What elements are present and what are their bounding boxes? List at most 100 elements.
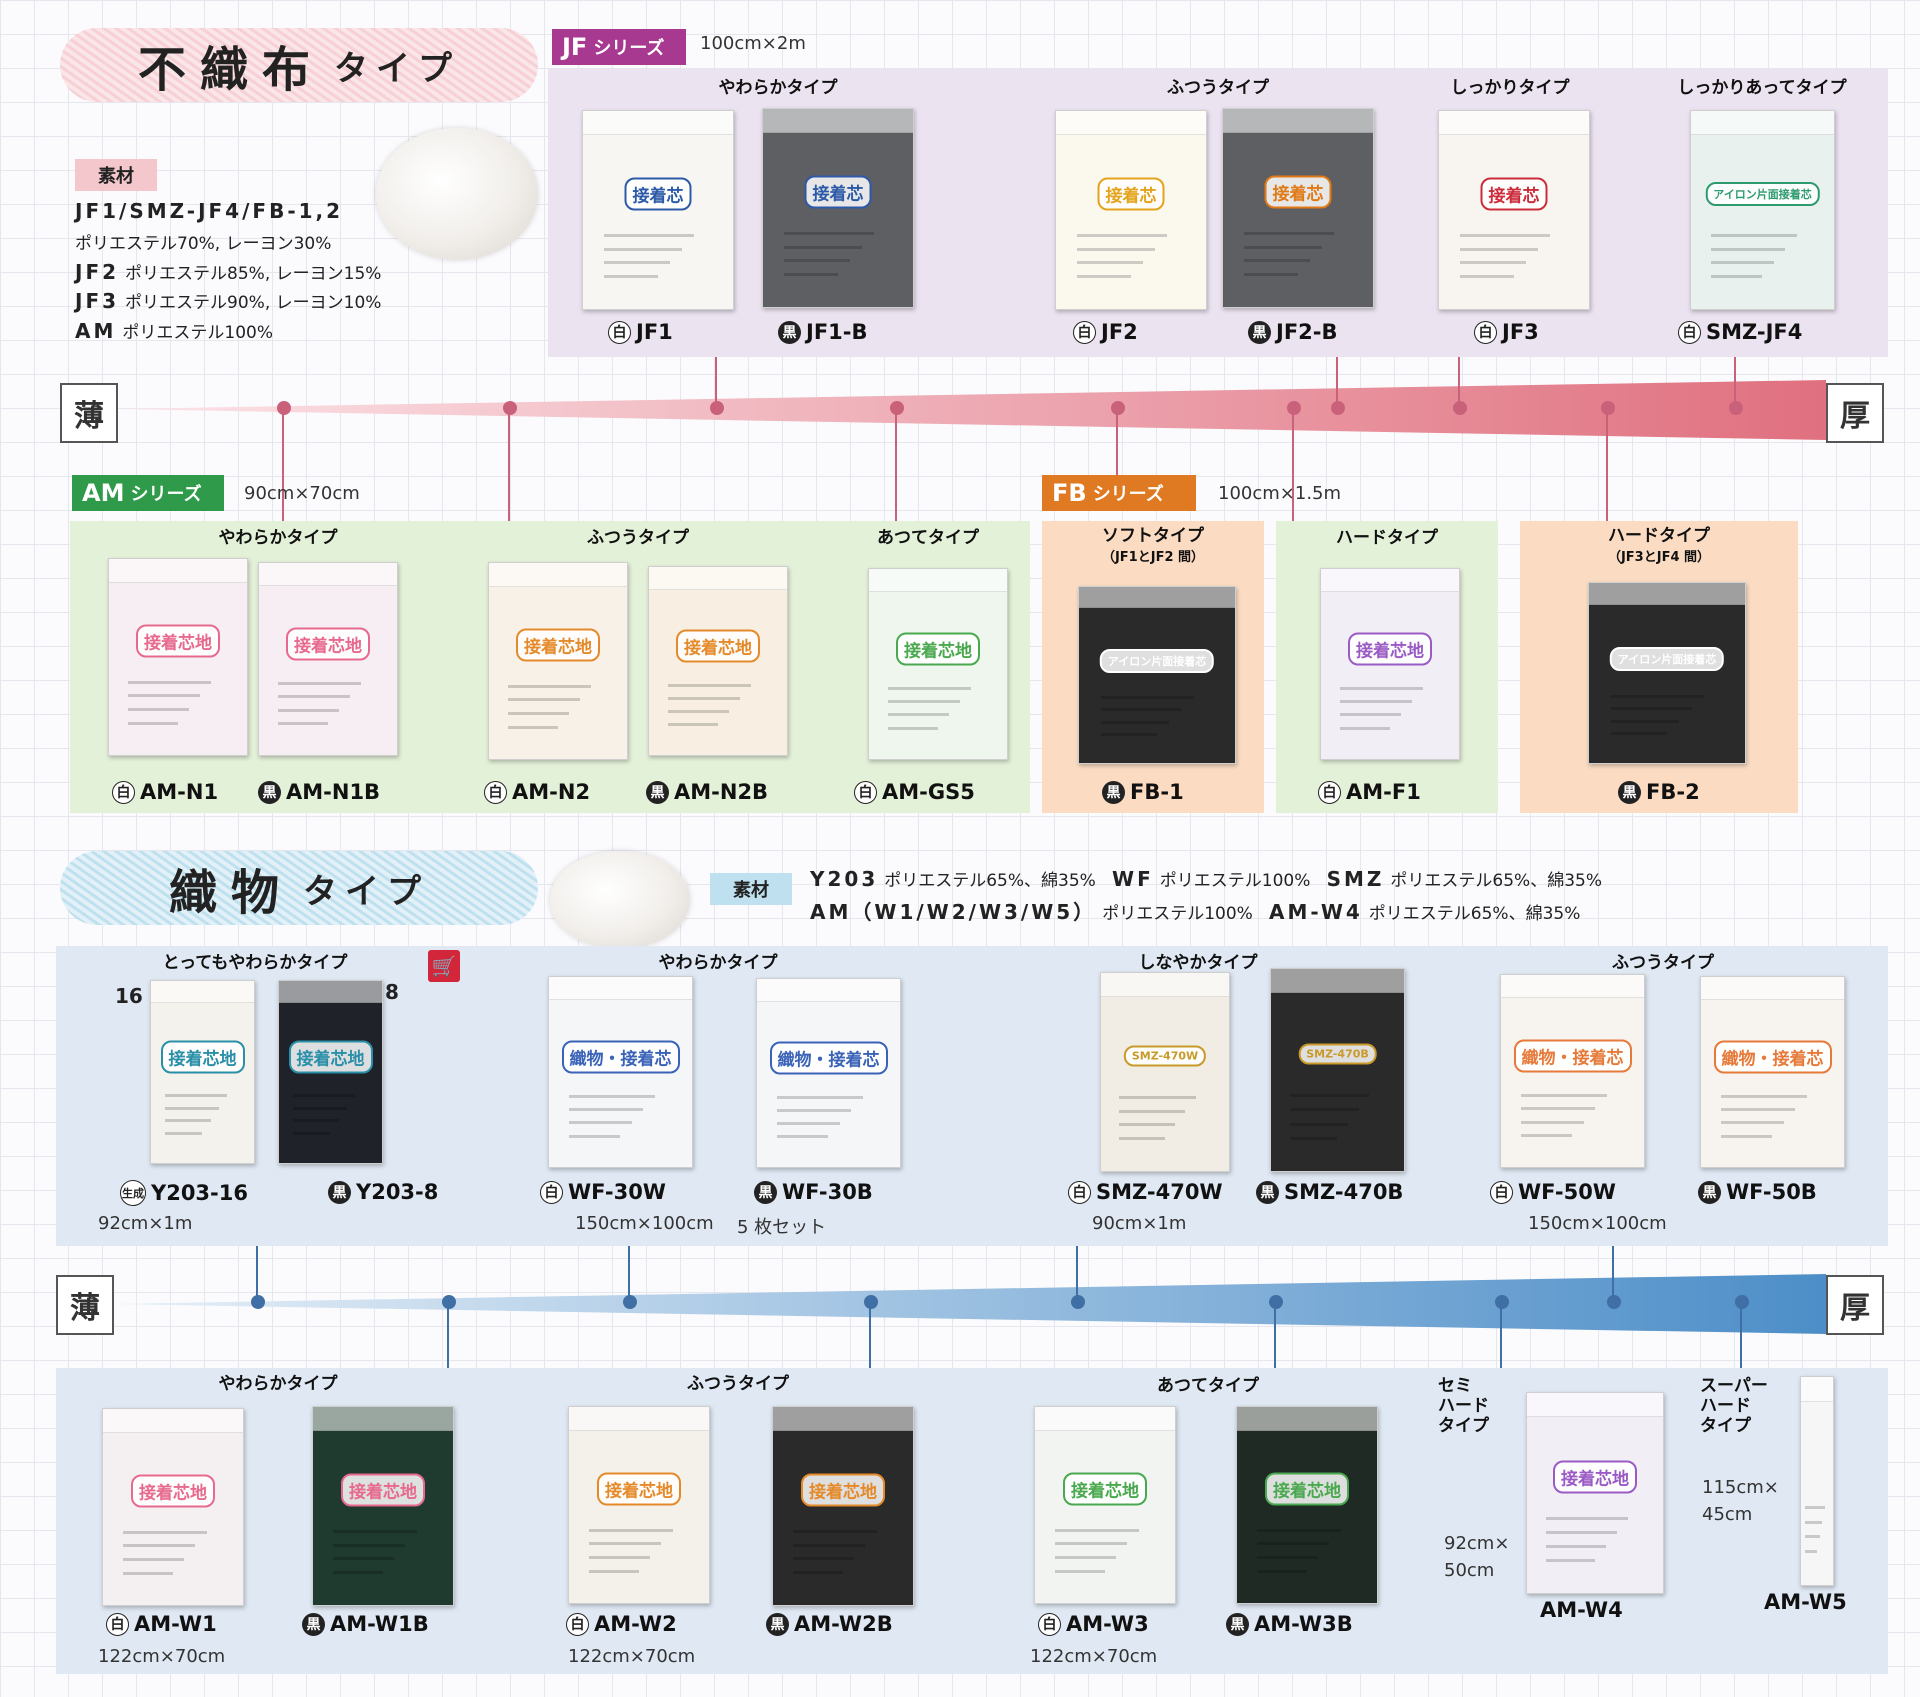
- product-package-smz-jf4[interactable]: アイロン片面接着芯: [1690, 110, 1835, 310]
- count-8: 8: [385, 980, 399, 1004]
- product-code-text: AM-W2: [594, 1612, 677, 1636]
- product-package-am-w1[interactable]: 接着芯地: [102, 1408, 244, 1606]
- product-code-text: AM-W1B: [330, 1612, 429, 1636]
- material-jf1-desc: ポリエステル70%, レーヨン30%: [75, 234, 332, 254]
- package-label: 接着芯地: [1348, 632, 1432, 666]
- product-package-wf-30w[interactable]: 織物・接着芯: [548, 976, 693, 1168]
- package-label: 接着芯: [1480, 177, 1548, 211]
- package-text-line: [278, 708, 340, 712]
- package-header: [773, 1407, 913, 1431]
- connector-line: [1500, 1302, 1502, 1368]
- package-text-line: [508, 725, 558, 729]
- package-text-line: [1610, 719, 1680, 723]
- package-text-line: [278, 722, 328, 726]
- package-text-line: [1721, 1134, 1773, 1138]
- product-package-smz-470w[interactable]: SMZ-470W: [1100, 972, 1230, 1172]
- product-package-smz-470b[interactable]: SMZ-470B: [1270, 968, 1405, 1172]
- package-text-line: [1711, 247, 1786, 251]
- package-label: アイロン片面接着芯: [1609, 646, 1725, 671]
- product-package-am-n2[interactable]: 接着芯地: [488, 562, 628, 760]
- product-package-jf1-b[interactable]: 接着芯: [762, 108, 914, 308]
- fb-cat-hard: ハードタイプ: [1336, 528, 1438, 548]
- color-badge: 黒: [646, 780, 669, 804]
- product-package-am-w3b[interactable]: 接着芯地: [1236, 1406, 1378, 1604]
- product-package-jf2[interactable]: 接着芯: [1055, 110, 1207, 310]
- dim-y203: 92cm×1m: [98, 1213, 193, 1234]
- package-text-line: [1340, 713, 1402, 717]
- connector-line: [508, 408, 510, 521]
- woven-bottom-cat-soft: やわらかタイプ: [218, 1374, 338, 1394]
- product-package-wf-50w[interactable]: 織物・接着芯: [1500, 974, 1645, 1168]
- color-badge: 白: [1474, 320, 1497, 344]
- product-code-text: AM-GS5: [882, 780, 975, 804]
- product-package-am-f1[interactable]: 接着芯地: [1320, 568, 1460, 760]
- product-package-am-w4[interactable]: 接着芯地: [1526, 1392, 1664, 1594]
- package-text-line: [1521, 1094, 1607, 1098]
- package-label: 接着芯地: [288, 1040, 373, 1074]
- product-package-y203-8[interactable]: 接着芯地: [278, 980, 383, 1164]
- dim-smz470: 90cm×1m: [1092, 1213, 1187, 1234]
- package-text-line: [1721, 1121, 1784, 1125]
- jf-cat-firm: しっかりタイプ: [1450, 78, 1570, 98]
- package-text-line: [1118, 1095, 1196, 1099]
- woven-bottom-cat-thick: あつてタイプ: [1157, 1376, 1259, 1396]
- package-text-line: [784, 273, 838, 277]
- package-text-line: [604, 247, 682, 251]
- package-label: 接着芯: [1097, 177, 1165, 211]
- jf-cat-firm-thick: しっかりあってタイプ: [1677, 78, 1847, 98]
- fb-cat-hard-2: ハードタイプ（JF3とJF4 間）: [1607, 526, 1711, 565]
- product-package-jf2-b[interactable]: 接着芯: [1222, 108, 1374, 308]
- package-text-line: [588, 1569, 639, 1573]
- product-package-jf1[interactable]: 接着芯: [582, 110, 734, 310]
- woven-cat-soft: やわらかタイプ: [658, 953, 778, 973]
- connector-line: [1740, 1302, 1742, 1368]
- product-code-text: WF-50W: [1518, 1180, 1616, 1204]
- product-package-y203-16[interactable]: 接着芯地: [150, 980, 255, 1164]
- product-package-am-n1b[interactable]: 接着芯地: [258, 562, 398, 756]
- connector-dot: [710, 401, 724, 415]
- package-text-line: [1610, 732, 1667, 736]
- product-package-wf-50b[interactable]: 織物・接着芯: [1700, 976, 1845, 1168]
- dim-w4: 92cm×50cm: [1444, 1533, 1510, 1581]
- super-hard-label: スーパーハードタイプ: [1700, 1376, 1768, 1436]
- product-package-am-w2[interactable]: 接着芯地: [568, 1406, 710, 1604]
- product-package-wf-30b[interactable]: 織物・接着芯: [756, 978, 901, 1168]
- package-header: [1079, 587, 1235, 609]
- product-package-fb-1[interactable]: アイロン片面接着芯: [1078, 586, 1236, 764]
- package-text-line: [1289, 1136, 1338, 1140]
- package-text-line: [1244, 245, 1322, 249]
- connector-dot: [1495, 1295, 1509, 1309]
- color-badge: 白: [1038, 1612, 1061, 1636]
- package-label: 接着芯地: [896, 632, 980, 666]
- connector-dot: [890, 401, 904, 415]
- product-package-am-n2b[interactable]: 接着芯地: [648, 566, 788, 756]
- product-code-text: WF-30B: [782, 1180, 873, 1204]
- product-package-am-n1[interactable]: 接着芯地: [108, 558, 248, 756]
- package-text-line: [604, 261, 670, 265]
- product-package-am-w3[interactable]: 接着芯地: [1034, 1406, 1176, 1604]
- product-package-am-w5[interactable]: [1800, 1376, 1834, 1586]
- color-badge: 白: [1068, 1180, 1091, 1204]
- connector-dot: [1111, 401, 1125, 415]
- package-header: [279, 981, 382, 1003]
- package-text-line: [777, 1121, 840, 1125]
- package-text-line: [165, 1106, 219, 1110]
- package-text-line: [128, 707, 190, 711]
- product-package-am-w1b[interactable]: 接着芯地: [312, 1406, 454, 1606]
- product-package-fb-2[interactable]: アイロン片面接着芯: [1588, 582, 1746, 764]
- connector-line: [1606, 408, 1608, 521]
- product-package-jf3[interactable]: 接着芯: [1438, 110, 1590, 310]
- package-label: 織物・接着芯: [1713, 1040, 1832, 1074]
- package-text-line: [122, 1544, 196, 1548]
- woven-cat-very-soft: とってもやわらかタイプ: [162, 953, 348, 973]
- package-text-line: [1289, 1094, 1370, 1098]
- cart-icon[interactable]: 🛒: [428, 950, 460, 982]
- product-package-am-gs5[interactable]: 接着芯地: [868, 568, 1008, 760]
- package-header: [313, 1407, 453, 1431]
- product-package-am-w2b[interactable]: 接着芯地: [772, 1406, 914, 1606]
- package-text-line: [1244, 231, 1334, 235]
